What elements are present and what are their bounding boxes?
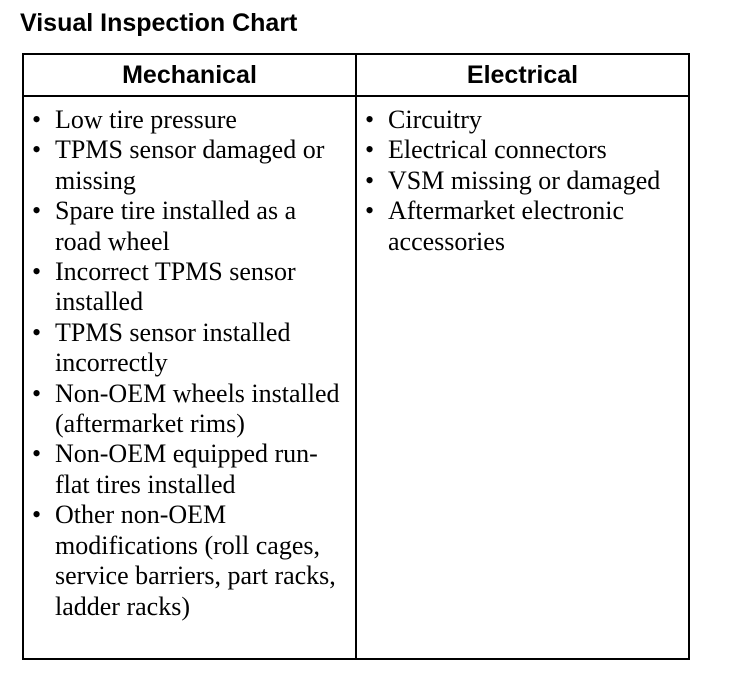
column-header-electrical: Electrical xyxy=(355,53,690,97)
list-item: • Other non-OEM modifications (roll cages… xyxy=(32,500,347,622)
bullet-icon: • xyxy=(32,500,42,530)
list-item: • Non-OEM wheels installed (aftermarket r… xyxy=(32,379,347,440)
page-title: Visual Inspection Chart xyxy=(20,9,298,37)
bullet-icon: • xyxy=(32,439,42,469)
list-item: • Low tire pressure xyxy=(32,105,347,135)
list-item-text: TPMS sensor installed incorrectly xyxy=(55,317,291,378)
list-item-text: TPMS sensor damaged or missing xyxy=(55,135,325,195)
inspection-table: Mechanical Electrical • Low tire pressure… xyxy=(22,53,690,660)
list-item: • VSM missing or damaged xyxy=(365,166,680,196)
list-item-text: Incorrect TPMS sensor installed xyxy=(55,257,296,317)
list-item: • Electrical connectors xyxy=(365,135,680,165)
table-row: • Low tire pressure • TPMS sensor damaged … xyxy=(22,95,690,660)
mechanical-list: • Low tire pressure • TPMS sensor damaged … xyxy=(24,97,355,622)
column-header-mechanical: Mechanical xyxy=(22,53,357,97)
electrical-list: • Circuitry • Electrical connectors • VSM m… xyxy=(357,97,688,257)
bullet-icon: • xyxy=(32,317,42,347)
bullet-icon: • xyxy=(32,135,42,165)
list-item: • Circuitry xyxy=(365,105,680,135)
bullet-icon: • xyxy=(32,105,42,134)
list-item: • Non-OEM equipped run-flat tires install… xyxy=(32,439,347,500)
list-item-text: Circuitry xyxy=(388,105,482,134)
list-item-text: Other non-OEM modifications (roll cages,… xyxy=(55,500,336,621)
list-item-text: Electrical connectors xyxy=(388,135,607,165)
bullet-icon: • xyxy=(32,378,42,408)
list-item-text: Aftermarket electronic accessories xyxy=(388,196,625,256)
list-item-text: Low tire pressure xyxy=(55,105,237,134)
list-item: • Incorrect TPMS sensor installed xyxy=(32,257,347,318)
bullet-icon: • xyxy=(365,196,375,226)
bullet-icon: • xyxy=(32,257,42,287)
list-item: • TPMS sensor installed incorrectly xyxy=(32,318,347,379)
bullet-icon: • xyxy=(365,105,375,134)
bullet-icon: • xyxy=(365,135,375,165)
bullet-icon: • xyxy=(365,165,375,195)
list-item-text: VSM missing or damaged xyxy=(388,165,661,195)
list-item: • TPMS sensor damaged or missing xyxy=(32,135,347,196)
list-item-text: Non-OEM wheels installed (aftermarket ri… xyxy=(55,378,340,439)
list-item: • Spare tire installed as a road wheel xyxy=(32,196,347,257)
electrical-cell: • Circuitry • Electrical connectors • VSM m… xyxy=(355,95,690,660)
list-item-text: Spare tire installed as a road wheel xyxy=(55,196,297,256)
header-row: Mechanical Electrical xyxy=(22,53,690,97)
mechanical-cell: • Low tire pressure • TPMS sensor damaged … xyxy=(22,95,357,660)
bullet-icon: • xyxy=(32,196,42,226)
list-item-text: Non-OEM equipped run-flat tires installe… xyxy=(55,439,318,499)
list-item: • Aftermarket electronic accessories xyxy=(365,196,680,257)
